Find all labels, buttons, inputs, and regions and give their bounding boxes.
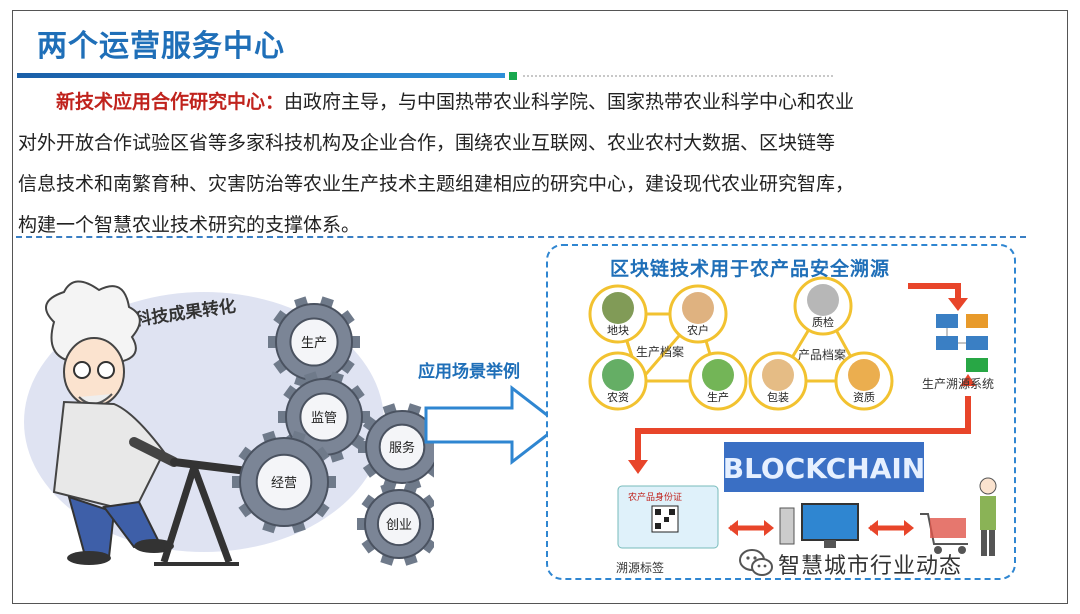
- right-group-label: 产品档案: [798, 347, 846, 362]
- shopping-cart-icon: [920, 513, 968, 554]
- tag-label: 溯源标签: [616, 560, 664, 575]
- title-dotted-line: [523, 75, 833, 77]
- node-production: 生产: [688, 351, 748, 411]
- paragraph-line-1: 新技术应用合作研究中心：由政府主导，与中国热带农业科学院、国家热带农业科学中心和…: [18, 82, 1008, 123]
- title-underline: [17, 73, 505, 78]
- node-farmer-icon: [682, 292, 714, 324]
- system-label: 生产溯源系统: [922, 376, 994, 391]
- node-production-label: 生产: [707, 390, 729, 404]
- gear-label: 监管: [311, 411, 337, 426]
- arrow-label: 应用场景举例: [418, 362, 520, 382]
- node-agri-input: 农资: [588, 351, 648, 411]
- gear-label: 创业: [386, 518, 412, 533]
- node-agri-input-icon: [602, 359, 634, 391]
- node-packaging-icon: [762, 359, 794, 391]
- gear-label: 服务: [389, 440, 415, 456]
- blockchain-text: BLOCKCHAIN: [723, 452, 925, 485]
- node-qualification-icon: [848, 359, 880, 391]
- page-title: 两个运营服务中心: [37, 29, 285, 64]
- node-agri-input-label: 农资: [607, 390, 629, 404]
- title-green-square: [509, 72, 517, 80]
- node-farmer: 农户: [668, 284, 728, 344]
- node-qualification-label: 资质: [853, 391, 875, 404]
- gear-operation-icon: 经营: [232, 430, 336, 534]
- gear-label: 经营: [271, 476, 297, 491]
- gear-startup-icon: 创业: [357, 482, 434, 566]
- big-arrow-icon: [424, 384, 563, 466]
- double-arrow-icon-1: [728, 520, 774, 536]
- section-divider: [16, 236, 1026, 238]
- scientist-figure: [45, 280, 179, 565]
- watermark-text: 智慧城市行业动态: [778, 554, 963, 579]
- node-quality-check-icon: [807, 284, 839, 316]
- card-title: 农产品身份证: [628, 491, 682, 503]
- node-quality-check: 质检: [793, 276, 853, 336]
- paragraph-text-1: 由政府主导，与中国热带农业科学院、国家热带农业科学中心和农业: [284, 91, 855, 113]
- node-packaging-label: 包装: [767, 391, 789, 404]
- qr-code-icon: [651, 505, 679, 533]
- paragraph-line-4: 构建一个智慧农业技术研究的支撑体系。: [18, 214, 361, 236]
- flow-arrows: [635, 283, 971, 464]
- double-arrow-icon-2: [868, 520, 914, 536]
- blockchain-banner: [724, 442, 924, 492]
- shopper-figure: [979, 477, 997, 556]
- description-paragraph: 新技术应用合作研究中心：由政府主导，与中国热带农业科学院、国家热带农业科学中心和…: [18, 82, 1008, 246]
- paragraph-line-3: 信息技术和南繁育种、灾害防治等农业生产技术主题组建相应的研究中心，建设现代农业研…: [18, 173, 855, 195]
- paragraph-highlight: 新技术应用合作研究中心：: [56, 91, 285, 113]
- gear-label: 生产: [301, 336, 327, 351]
- system-screens-icon: [936, 314, 988, 372]
- node-farmer-label: 农户: [687, 323, 709, 337]
- panel-title: 区块链技术用于农产品安全溯源: [610, 258, 891, 280]
- paragraph-line-2: 对外开放合作试验区省等多家科技机构及企业合作，围绕农业互联网、农业农村大数据、区…: [18, 132, 836, 154]
- node-qualification: 资质: [834, 351, 894, 411]
- node-production-icon: [702, 359, 734, 391]
- left-group-label: 生产档案: [636, 344, 684, 359]
- node-field-icon: [602, 292, 634, 324]
- node-field-label: 地块: [607, 324, 629, 337]
- node-packaging: 包装: [748, 351, 808, 411]
- node-quality-check-label: 质检: [812, 315, 834, 329]
- node-field: 地块: [588, 284, 648, 344]
- computer-icon: [779, 503, 859, 548]
- wechat-icon: [739, 549, 773, 576]
